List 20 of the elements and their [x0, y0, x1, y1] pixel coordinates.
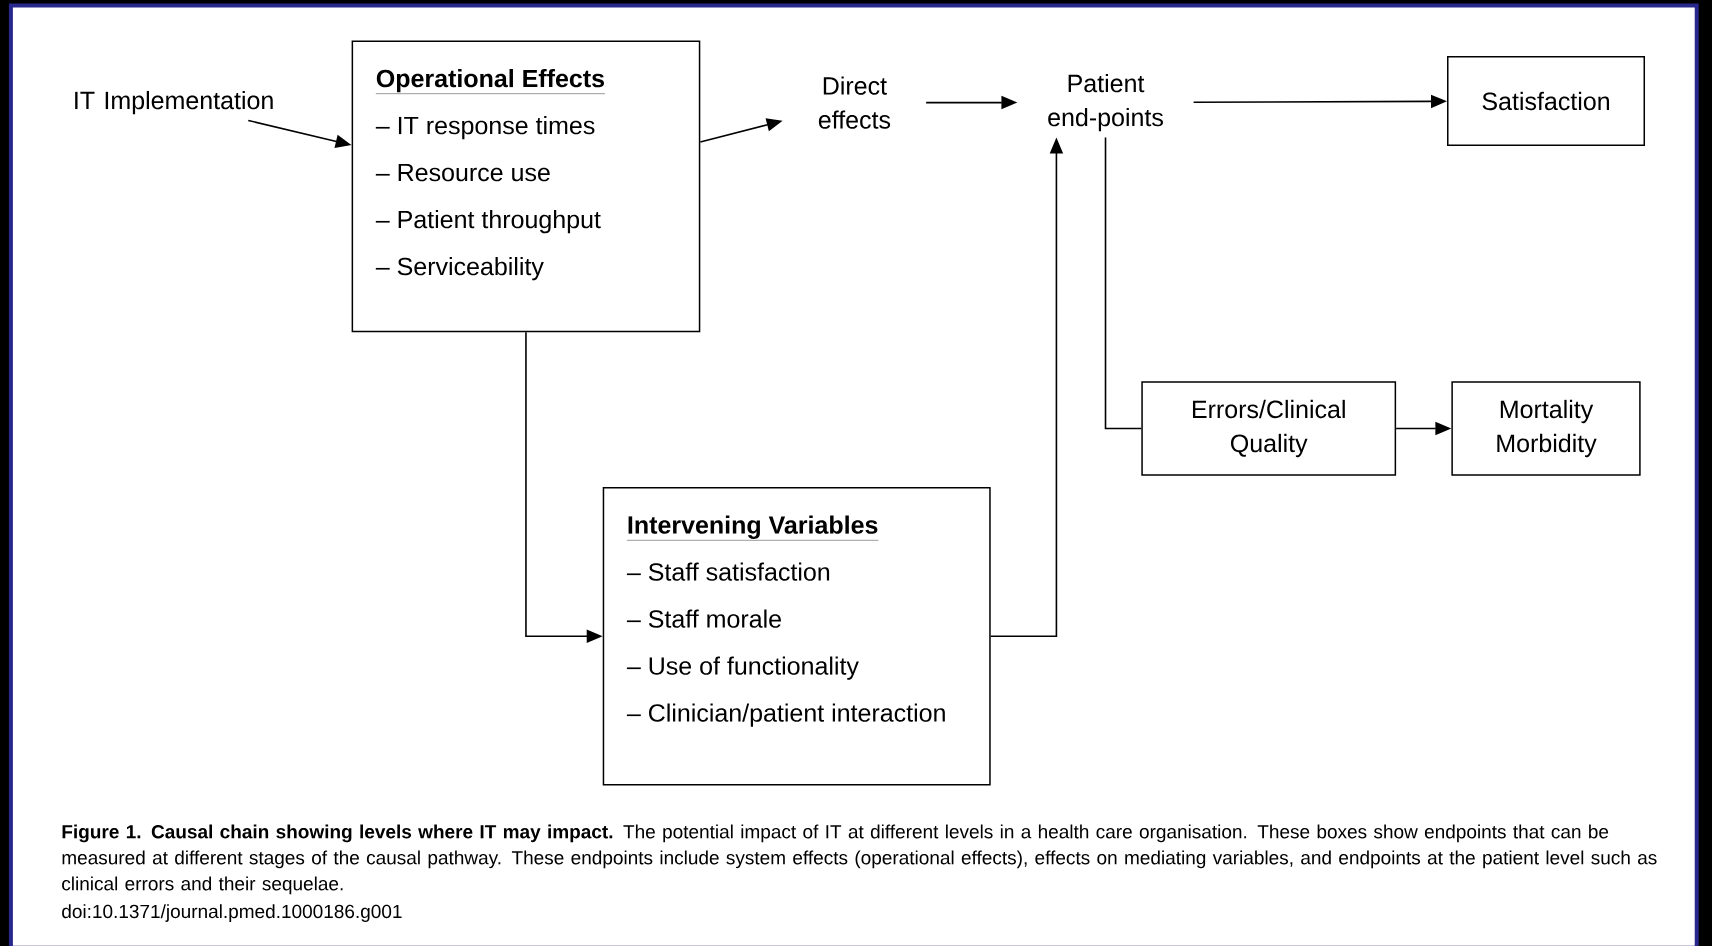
list-box — [602, 487, 991, 786]
list-item: – IT response times — [375, 116, 595, 140]
list-item: – Resource use — [375, 163, 550, 182]
text-box: Mortality Morbidity — [1451, 381, 1641, 476]
list-item: – Staff satisfaction — [626, 562, 830, 581]
stage-label: IT Implementation — [75, 90, 273, 115]
stage-label: Direct effects — [818, 76, 891, 129]
list-item: – Patient throughput — [375, 210, 601, 234]
list-item: – Clinician/patient interaction — [626, 703, 945, 727]
caption: Figure 1. Causal chain showing levels where IT may impact. The potential impact of IT at different levels in a health care organisation. These boxes show endpoints that can be measured at different stages of the causal pathway. These endpoints include system effects (operational effects), effects on mediating variables, and endpoints at the patient level such as clinical errors and their sequelae. — [62, 824, 1657, 895]
list-item: – Use of functionality — [626, 656, 859, 680]
heading: Operational Effects — [375, 69, 606, 94]
list-item: – Serviceability — [375, 257, 544, 281]
text-box: Errors/Clinical Quality — [1141, 381, 1397, 476]
heading: Intervening Variables — [626, 515, 879, 541]
list-item: – Staff morale — [626, 609, 781, 628]
doi-note: doi:10.1371/journal.pmed.1000186.g001 — [62, 904, 402, 922]
list-box — [351, 40, 701, 333]
text-box: Satisfaction — [1447, 56, 1645, 146]
stage-label: Patient end-points — [1048, 73, 1163, 132]
